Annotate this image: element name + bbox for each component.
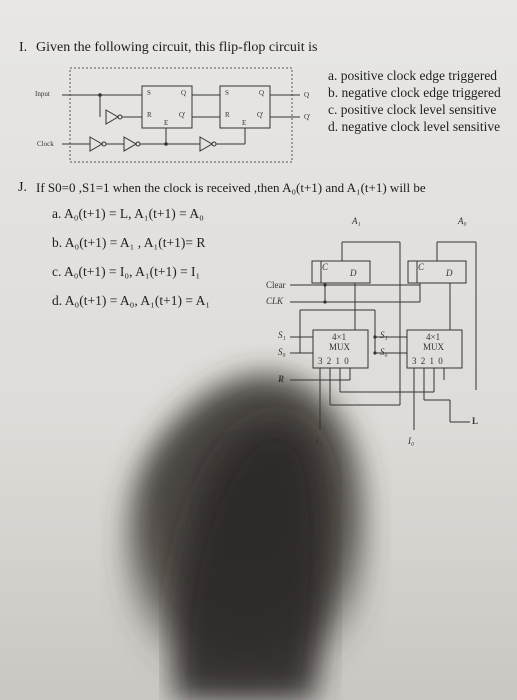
latch2-e-label: E xyxy=(242,119,247,127)
latch2-q-label: Q xyxy=(259,89,265,97)
ff2-c-label: C xyxy=(418,262,425,272)
clear-label: Clear xyxy=(266,280,286,290)
question-i-number: I. xyxy=(19,40,28,55)
question-j-text: If S0=0 ,S1=1 when the clock is received… xyxy=(36,180,426,195)
input-label: Input xyxy=(35,90,50,98)
q1-option-a: a. positive clock edge triggered xyxy=(328,68,498,83)
output-q-label: Q xyxy=(304,91,310,99)
s1-label: S₁ xyxy=(278,330,286,340)
mux2-s0-label: S₀ xyxy=(380,347,388,357)
question-i-text: Given the following circuit, this flip-f… xyxy=(36,40,318,55)
mux2-inputs-label: 3 2 1 0 xyxy=(412,356,444,366)
latch2-qbar-label: Q' xyxy=(257,111,264,119)
latch1-qbar-label: Q' xyxy=(179,111,186,119)
a1-label: A₁ xyxy=(352,216,361,226)
mux1-size-label: 4×1 xyxy=(332,332,347,342)
mux1-word-label: MUX xyxy=(329,342,351,352)
q1-option-d: d. negative clock level sensitive xyxy=(328,119,501,134)
latch2-r-label: R xyxy=(225,111,230,119)
mux2-s1-label: S₁ xyxy=(380,330,388,340)
ff1-d-label: D xyxy=(350,268,357,278)
i1-label: I₁ xyxy=(316,436,323,446)
i0-label: I₀ xyxy=(408,436,415,446)
ff1-c-label: C xyxy=(322,262,329,272)
ff2-d-label: D xyxy=(446,268,453,278)
output-qbar-label: Q' xyxy=(304,113,311,121)
mux2-word-label: MUX xyxy=(423,342,445,352)
q2-option-a: a. A₀(t+1) = L, A₁(t+1) = A₀ xyxy=(52,206,204,221)
question-j-number: J. xyxy=(18,180,27,195)
latch1-r-label: R xyxy=(147,111,152,119)
latch1-s-label: S xyxy=(147,89,151,97)
latch1-q-label: Q xyxy=(181,89,187,97)
mux1-inputs-label: 3 2 1 0 xyxy=(318,356,350,366)
r-label: R xyxy=(278,374,285,384)
q2-option-d: d. A₀(t+1) = A₀, A₁(t+1) = A₁ xyxy=(52,293,211,308)
q1-option-b: b. negative clock edge triggered xyxy=(328,85,501,100)
q2-option-c: c. A₀(t+1) = I₀, A₁(t+1) = I₁ xyxy=(52,264,201,279)
mux2-size-label: 4×1 xyxy=(426,332,441,342)
l-label: L xyxy=(472,416,479,426)
a0-label: A₀ xyxy=(458,216,467,226)
latch1-e-label: E xyxy=(164,119,169,127)
latch2-s-label: S xyxy=(225,89,229,97)
q2-option-b: b. A₀(t+1) = A₁ , A₁(t+1)= R xyxy=(52,235,206,250)
clock-label: Clock xyxy=(37,140,54,148)
clk-label: CLK xyxy=(266,296,284,306)
q1-option-c: c. positive clock level sensitive xyxy=(328,102,497,117)
s0-label: S₀ xyxy=(278,347,286,357)
